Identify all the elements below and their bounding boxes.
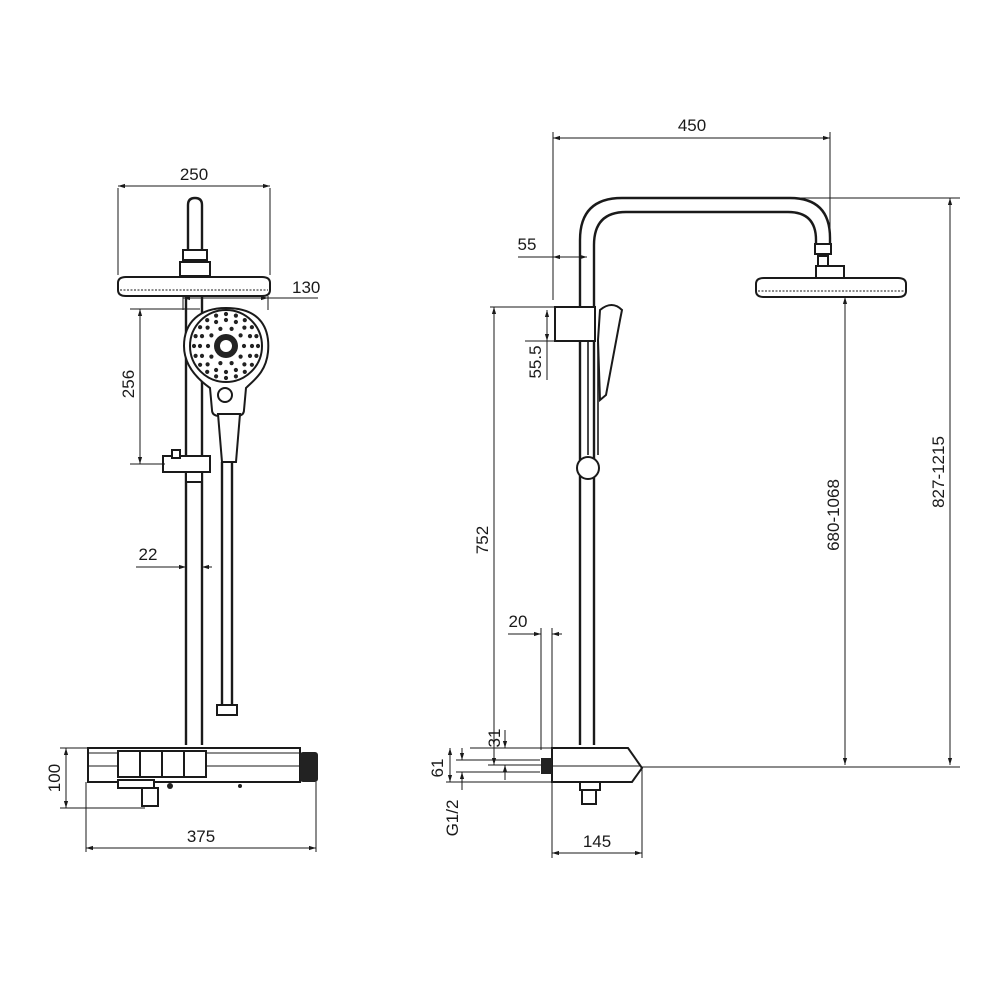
nozzle-dot — [223, 369, 229, 375]
front-slider-knob — [171, 449, 181, 459]
nozzle-dot — [233, 367, 238, 373]
nozzle-dot — [193, 334, 198, 339]
dim-label-22: 22 — [139, 545, 158, 564]
dim-label-31: 31 — [485, 729, 504, 748]
side-riser-inner — [592, 210, 818, 745]
dim-label-145: 145 — [583, 832, 611, 851]
front-view: 250 130 256 22 100 — [45, 165, 320, 852]
nozzle-dot — [199, 353, 205, 358]
dim-head-height: 680-1068 — [642, 297, 960, 768]
nozzle-dot — [254, 334, 259, 339]
nozzle-dot — [242, 362, 247, 367]
dim-label-256: 256 — [119, 370, 138, 398]
nozzle-dot — [247, 334, 253, 339]
dim-label-55-5: 55.5 — [526, 345, 545, 378]
front-hand-shower — [182, 306, 270, 463]
front-overhead-shower-head — [117, 276, 271, 297]
front-thermostat-mixer — [87, 747, 318, 807]
nozzle-dot — [214, 319, 219, 325]
nozzle-dot — [229, 361, 234, 366]
nozzle-dot — [205, 318, 210, 323]
dim-label-450: 450 — [678, 116, 706, 135]
dim-total-height: 827-1215 — [790, 197, 960, 765]
nozzle-dot — [197, 343, 203, 349]
dim-bracket-height: 55.5 — [490, 306, 555, 380]
dim-label-827-1215: 827-1215 — [929, 436, 948, 508]
dim-label-55: 55 — [518, 235, 537, 254]
dim-pipe-diameter: 22 — [136, 545, 212, 570]
nozzle-dot — [205, 325, 210, 330]
nozzle-dot — [238, 354, 243, 359]
dim-head-offset: 130 — [182, 278, 320, 310]
dim-valve-depth: 145 — [551, 768, 643, 858]
nozzle-dot — [249, 325, 254, 330]
nozzle-dot — [254, 353, 259, 358]
nozzle-dot — [249, 362, 254, 367]
dim-label-100: 100 — [45, 764, 64, 792]
nozzle-dot — [249, 343, 255, 349]
nozzle-dot — [214, 374, 219, 379]
side-slider — [576, 456, 600, 480]
dim-label-20: 20 — [509, 612, 528, 631]
nozzle-dot — [193, 353, 198, 358]
nozzle-dot — [214, 313, 219, 318]
dim-handshower-height: 256 — [119, 308, 200, 465]
nozzle-dot — [229, 326, 234, 331]
nozzle-dot — [233, 374, 238, 379]
nozzle-dot — [255, 343, 261, 349]
nozzle-dot — [199, 334, 205, 339]
dim-bracket-to-valve: 752 — [473, 307, 541, 766]
nozzle-dot — [205, 369, 210, 374]
nozzle-dot — [233, 313, 238, 318]
front-slider-bracket — [162, 455, 211, 473]
side-overhead-shower-head — [755, 277, 907, 298]
nozzle-dot — [223, 311, 229, 317]
nozzle-dot — [214, 367, 219, 373]
dim-thermostat-height: 100 — [45, 747, 145, 809]
front-arm-stub — [186, 196, 204, 265]
dim-wall-offset: 55 — [518, 235, 587, 260]
side-riser-outer — [578, 196, 832, 745]
dim-label-680-1068: 680-1068 — [824, 479, 843, 551]
nozzle-dot — [218, 326, 223, 331]
side-view: 450 55 55.5 752 20 — [428, 116, 960, 858]
nozzle-dot — [209, 333, 214, 338]
dim-label-250: 250 — [180, 165, 208, 184]
nozzle-dot — [191, 343, 197, 349]
dim-valve-height: 61 — [428, 748, 552, 783]
front-hose-nut — [216, 704, 238, 716]
nozzle-dot — [242, 369, 247, 374]
side-wall-bracket — [554, 306, 596, 342]
nozzle-dot — [238, 333, 243, 338]
dim-head-width: 250 — [117, 165, 271, 275]
nozzle-dot — [233, 319, 238, 325]
dim-label-130: 130 — [292, 278, 320, 297]
side-head-connector — [815, 265, 845, 279]
dim-label-752: 752 — [473, 526, 492, 554]
nozzle-dot — [198, 325, 203, 330]
nozzle-dot — [242, 318, 247, 323]
side-hand-shower — [596, 304, 624, 403]
front-arm-nut — [182, 249, 208, 261]
nozzle-dot — [242, 325, 247, 330]
front-head-connector — [179, 261, 211, 277]
nozzle-dot — [247, 353, 253, 358]
nozzle-dot — [205, 362, 210, 367]
dim-label-375: 375 — [187, 827, 215, 846]
dim-label-g1-2: G1/2 — [443, 800, 462, 837]
nozzle-dot — [218, 361, 223, 366]
dim-label-61: 61 — [428, 759, 447, 778]
nozzle-dot — [209, 354, 214, 359]
nozzle-dot — [205, 343, 211, 349]
dim-arm-length: 450 — [552, 116, 831, 300]
side-thermostat-mixer — [551, 747, 644, 783]
dim-thermostat-width: 375 — [85, 782, 317, 852]
dim-wall-plate: 20 — [508, 612, 562, 750]
nozzle-dot — [241, 343, 247, 349]
nozzle-dot — [223, 317, 229, 323]
dim-thread: G1/2 — [443, 748, 540, 836]
nozzle-dot — [223, 375, 229, 381]
nozzle-dot — [198, 362, 203, 367]
